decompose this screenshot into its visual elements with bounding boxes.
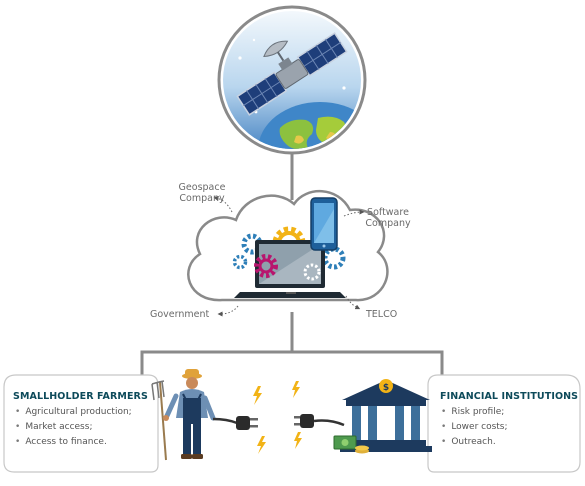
- gear-magenta-icon: [254, 254, 278, 278]
- right-box-list: Risk profile; Lower costs; Outreach.: [441, 405, 508, 450]
- list-item: Outreach.: [441, 435, 508, 450]
- list-item: Lower costs;: [441, 420, 507, 435]
- satellite-icon: [236, 32, 348, 116]
- list-item: Market access;: [15, 420, 132, 435]
- satellite-circle: [217, 5, 367, 155]
- list-item: Agricultural production;: [15, 405, 131, 420]
- left-box-title: SMALLHOLDER FARMERS: [13, 391, 148, 402]
- bank-icon: $: [333, 379, 432, 454]
- list-item: Risk profile;: [441, 405, 508, 420]
- lightning-icons: [253, 381, 302, 454]
- plug-icons: [212, 414, 345, 430]
- actor-geospace-text: Geospace Company: [178, 182, 226, 204]
- right-box-title: FINANCIAL INSTITUTIONS: [440, 391, 579, 402]
- list-item: Access to finance.: [15, 435, 132, 450]
- actor-geospace-label: Geospace Company: [166, 182, 238, 204]
- farmer-icon: [151, 369, 216, 461]
- actor-software-text: Software Company: [365, 207, 411, 229]
- svg-text:$: $: [383, 383, 389, 393]
- actor-arrows: [213, 196, 365, 317]
- actor-government-label: Government: [150, 309, 210, 320]
- smartphone-icon: [310, 197, 338, 251]
- left-box-list: Agricultural production; Market access; …: [15, 405, 132, 450]
- actor-telco-label: TELCO: [366, 309, 398, 320]
- actor-software-label: Software Company: [358, 207, 418, 229]
- connector-lines: [140, 152, 444, 375]
